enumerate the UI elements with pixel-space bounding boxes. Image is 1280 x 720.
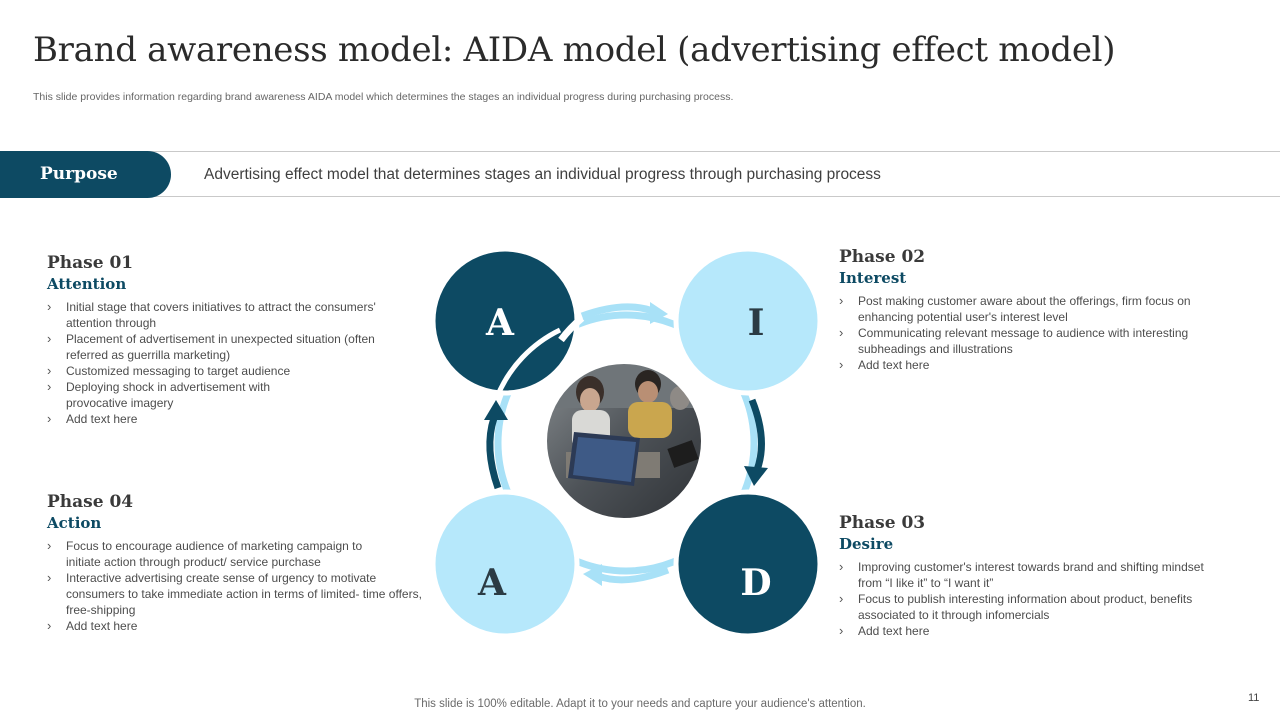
arrow-action-to-attention (484, 400, 508, 490)
interest-circle (673, 246, 823, 396)
arrow-interest-to-desire (744, 398, 768, 486)
list-item: Focus to encourage audience of marketing… (47, 538, 386, 570)
phase-02-block: Phase 02 Interest Post making customer a… (839, 247, 1229, 373)
list-item: Improving customer's interest towards br… (839, 559, 1229, 591)
list-item: Add text here (839, 357, 1229, 373)
attention-letter: A (485, 302, 515, 344)
list-item: Focus to publish interesting information… (839, 591, 1229, 623)
slide-subtitle: This slide provides information regardin… (33, 91, 734, 103)
purpose-text: Advertising effect model that determines… (204, 166, 881, 183)
purpose-label: Purpose (0, 151, 171, 198)
list-item: Add text here (839, 623, 1229, 639)
phase-01-list: Initial stage that covers initiatives to… (47, 299, 417, 427)
phase-04-name: Action (47, 514, 102, 532)
list-item: Initial stage that covers initiatives to… (47, 299, 417, 331)
list-item: Deploying shock in advertisement with pr… (47, 379, 306, 411)
phase-03-name: Desire (839, 535, 894, 553)
cycle-ring (494, 311, 758, 575)
phase-01-block: Phase 01 Attention Initial stage that co… (47, 253, 417, 427)
phase-04-title: Phase 04 (47, 492, 134, 512)
footer-note: This slide is 100% editable. Adapt it to… (414, 698, 866, 710)
phase-02-name: Interest (839, 269, 907, 287)
arrow-attention-to-interest (580, 302, 668, 324)
phase-03-block: Phase 03 Desire Improving customer's int… (839, 513, 1229, 639)
slide-title: Brand awareness model: AIDA model (adver… (33, 30, 1116, 70)
phase-04-list: Focus to encourage audience of marketing… (47, 538, 422, 634)
list-item: Add text here (47, 411, 417, 427)
phase-03-list: Improving customer's interest towards br… (839, 559, 1229, 639)
page-number: 11 (1248, 692, 1260, 704)
list-item: Post making customer aware about the off… (839, 293, 1229, 325)
phase-01-title: Phase 01 (47, 253, 134, 273)
arrowhead-left-icon (583, 564, 602, 586)
phase-02-title: Phase 02 (839, 247, 926, 267)
phase-02-list: Post making customer aware about the off… (839, 293, 1229, 373)
purpose-band (0, 151, 1280, 197)
arrowhead-right-icon (650, 302, 668, 324)
center-team-photo (546, 363, 702, 519)
arrowhead-down-icon (744, 466, 768, 486)
phase-01-name: Attention (47, 275, 127, 293)
list-item: Communicating relevant message to audien… (839, 325, 1229, 357)
phase-04-block: Phase 04 Action Focus to encourage audie… (47, 492, 422, 634)
desire-letter: D (740, 562, 771, 604)
action-circle (430, 489, 580, 639)
desire-circle (673, 489, 823, 639)
list-item: Placement of advertisement in unexpected… (47, 331, 417, 363)
interest-letter: I (748, 302, 765, 344)
arrowhead-up-icon (484, 400, 508, 420)
arrow-desire-to-action (583, 564, 670, 586)
list-item: Add text here (47, 618, 422, 634)
list-item: Customized messaging to target audience (47, 363, 417, 379)
list-item: Interactive advertising create sense of … (47, 570, 422, 618)
action-letter: A (477, 562, 507, 604)
phase-03-title: Phase 03 (839, 513, 926, 533)
